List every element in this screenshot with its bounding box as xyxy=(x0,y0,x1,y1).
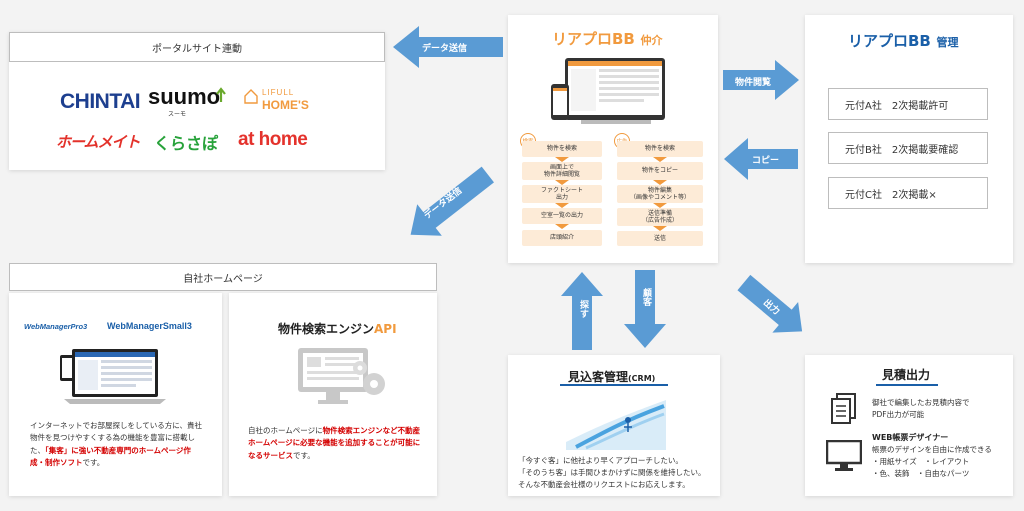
crm-line-3: そんな不動産会社様のリクエストにお応えします。 xyxy=(518,480,690,489)
api-title-accent: API xyxy=(374,322,397,336)
flow-right-1: 物件を検索 xyxy=(617,141,703,157)
crm-wave-illustration xyxy=(566,392,666,454)
webmanager-desc-red: 「集客」に強い不動産専門のホームページ作成・制作ソフト xyxy=(30,445,191,468)
webmanager-description: インターネットでお部屋探しをしている方に、貴社物件を見つけやすくする為の機能を豊… xyxy=(30,420,205,470)
crm-title-underline xyxy=(560,384,668,386)
estimate-card xyxy=(805,355,1013,496)
api-title-main: 物件検索エンジン xyxy=(278,322,375,336)
arrow-data-send-top xyxy=(393,26,505,68)
logo-chintai: CHINTAI xyxy=(60,90,141,113)
flow-left-2: 画面上で 物件詳細閲覧 xyxy=(522,162,602,180)
laptop-screenshot-icon xyxy=(60,347,170,411)
logo-lifull: LIFULL xyxy=(262,88,295,97)
webmanager-desc-2: です。 xyxy=(82,458,105,468)
homepage-title: 自社ホームページ xyxy=(9,263,437,291)
crm-title-sub: (CRM) xyxy=(628,374,656,383)
crm-title-main: 見込客管理 xyxy=(568,370,629,384)
flow-left-arrow-2 xyxy=(555,180,569,185)
estimate-title-underline xyxy=(876,384,938,386)
arrow-kokyaku-label: 顧客 xyxy=(641,288,651,306)
flow-right-arrow-3 xyxy=(653,203,667,208)
flow-right-5: 送信 xyxy=(617,231,703,246)
kanri-title: リアプロBB 管理 xyxy=(848,30,958,51)
logo-suumo: SUUMO xyxy=(148,84,221,109)
estimate-text1-line2: PDF出力が可能 xyxy=(872,410,925,419)
arrow-kokyaku xyxy=(624,270,666,348)
company-b: 元付B社 2次掲載要確認 xyxy=(828,132,988,164)
document-icon xyxy=(830,393,858,429)
flow-right-arrow-4 xyxy=(653,226,667,231)
flow-right-arrow-2 xyxy=(653,180,667,185)
company-c: 元付C社 2次掲載× xyxy=(828,177,988,209)
arrow-bukken-etsuran xyxy=(723,60,799,100)
portal-title: ポータルサイト連動 xyxy=(9,32,385,62)
api-desc-1: 自社のホームページに xyxy=(248,426,323,435)
lifull-house-icon xyxy=(244,88,258,108)
company-a: 元付A社 2次掲載許可 xyxy=(828,88,988,120)
chukai-title-sub: 仲介 xyxy=(640,34,663,47)
flow-right-3: 物件編集 （画像やコメント等） xyxy=(617,185,703,203)
logo-athome: at home xyxy=(238,129,308,150)
estimate-text2-line3: ・色、装飾 ・自由なパーツ xyxy=(872,469,970,478)
kanri-title-main: リアプロBB xyxy=(848,32,931,50)
api-desc-2: です。 xyxy=(293,450,315,460)
estimate-text2-title: WEB帳票デザイナー xyxy=(872,433,949,442)
chukai-title-main: リアプロBB xyxy=(552,30,635,48)
chukai-title: リアプロBB 仲介 xyxy=(552,28,662,49)
arrow-copy xyxy=(724,138,798,180)
logo-kurasapo: くらさぽ xyxy=(154,136,219,153)
arrow-sagasu-label: 探す xyxy=(578,300,588,318)
kanri-title-sub: 管理 xyxy=(936,36,959,49)
logo-suumo-kana: スーモ xyxy=(168,112,187,118)
crm-title: 見込客管理(CRM) xyxy=(568,366,655,385)
arrow-sagasu xyxy=(561,272,603,350)
monitor-icon xyxy=(825,439,863,476)
flow-right-4: 送信準備 （広告作成） xyxy=(617,208,703,226)
flow-left-4: 空室一覧の出力 xyxy=(522,208,602,224)
crm-line-1: 「今すぐ客」に他社より早くアプローチしたい。 xyxy=(518,456,683,465)
flow-left-5: 店頭紹介 xyxy=(522,230,602,246)
estimate-text1-line1: 御社で編集したお見積内容で xyxy=(872,398,970,407)
flow-left-arrow-3 xyxy=(555,203,569,208)
suumo-arrow-icon xyxy=(214,85,228,107)
estimate-text2-line2: ・用紙サイズ ・レイアウト xyxy=(872,457,970,466)
devices-screenshot-icon xyxy=(551,58,671,132)
logo-webmanagerpro3: WebManagerPro3 xyxy=(24,322,88,331)
flow-left-1: 物件を検索 xyxy=(522,141,602,157)
webmanager-desc-1: インターネットでお部屋探しをしている方に、貴社物件を見つけやすくする為の機能を豊… xyxy=(30,421,203,455)
flow-left-3: ファクトシート 出力 xyxy=(522,185,602,203)
estimate-text2-line1: 帳票のデザインを自由に作成できる xyxy=(872,445,992,454)
arrow-shutsuryoku xyxy=(733,272,813,342)
logo-homemate: ホームメイト xyxy=(56,134,141,151)
flow-left-arrow-1 xyxy=(555,157,569,162)
flow-left-arrow-4 xyxy=(555,224,569,229)
flow-right-2: 物件をコピー xyxy=(617,162,703,180)
flow-right-arrow-1 xyxy=(653,157,667,162)
api-title: 物件検索エンジンAPI xyxy=(278,320,397,337)
arrow-bukken-etsuran-label: 物件閲覧 xyxy=(735,78,772,88)
crm-line-2: 「そのうち客」は手間ひまかけずに関係を維持したい。 xyxy=(518,468,706,477)
api-description: 自社のホームページに物件検索エンジンなど不動産ホームページに必要な機能を追加する… xyxy=(248,425,423,462)
arrow-copy-label: コピー xyxy=(752,156,780,166)
logo-webmanagersmall3: WebManagerSmall3 xyxy=(107,321,192,331)
arrow-data-send-diagonal xyxy=(398,162,502,246)
arrow-data-send-top-label: データ送信 xyxy=(422,44,468,54)
estimate-title: 見積出力 xyxy=(882,368,931,382)
logo-homes: HOME'S xyxy=(262,98,309,112)
api-desc-red: 物件検索エンジンなど不動産ホームページに必要な機能を追加することが可能になるサー… xyxy=(248,426,421,460)
monitor-gear-icon xyxy=(294,346,394,412)
